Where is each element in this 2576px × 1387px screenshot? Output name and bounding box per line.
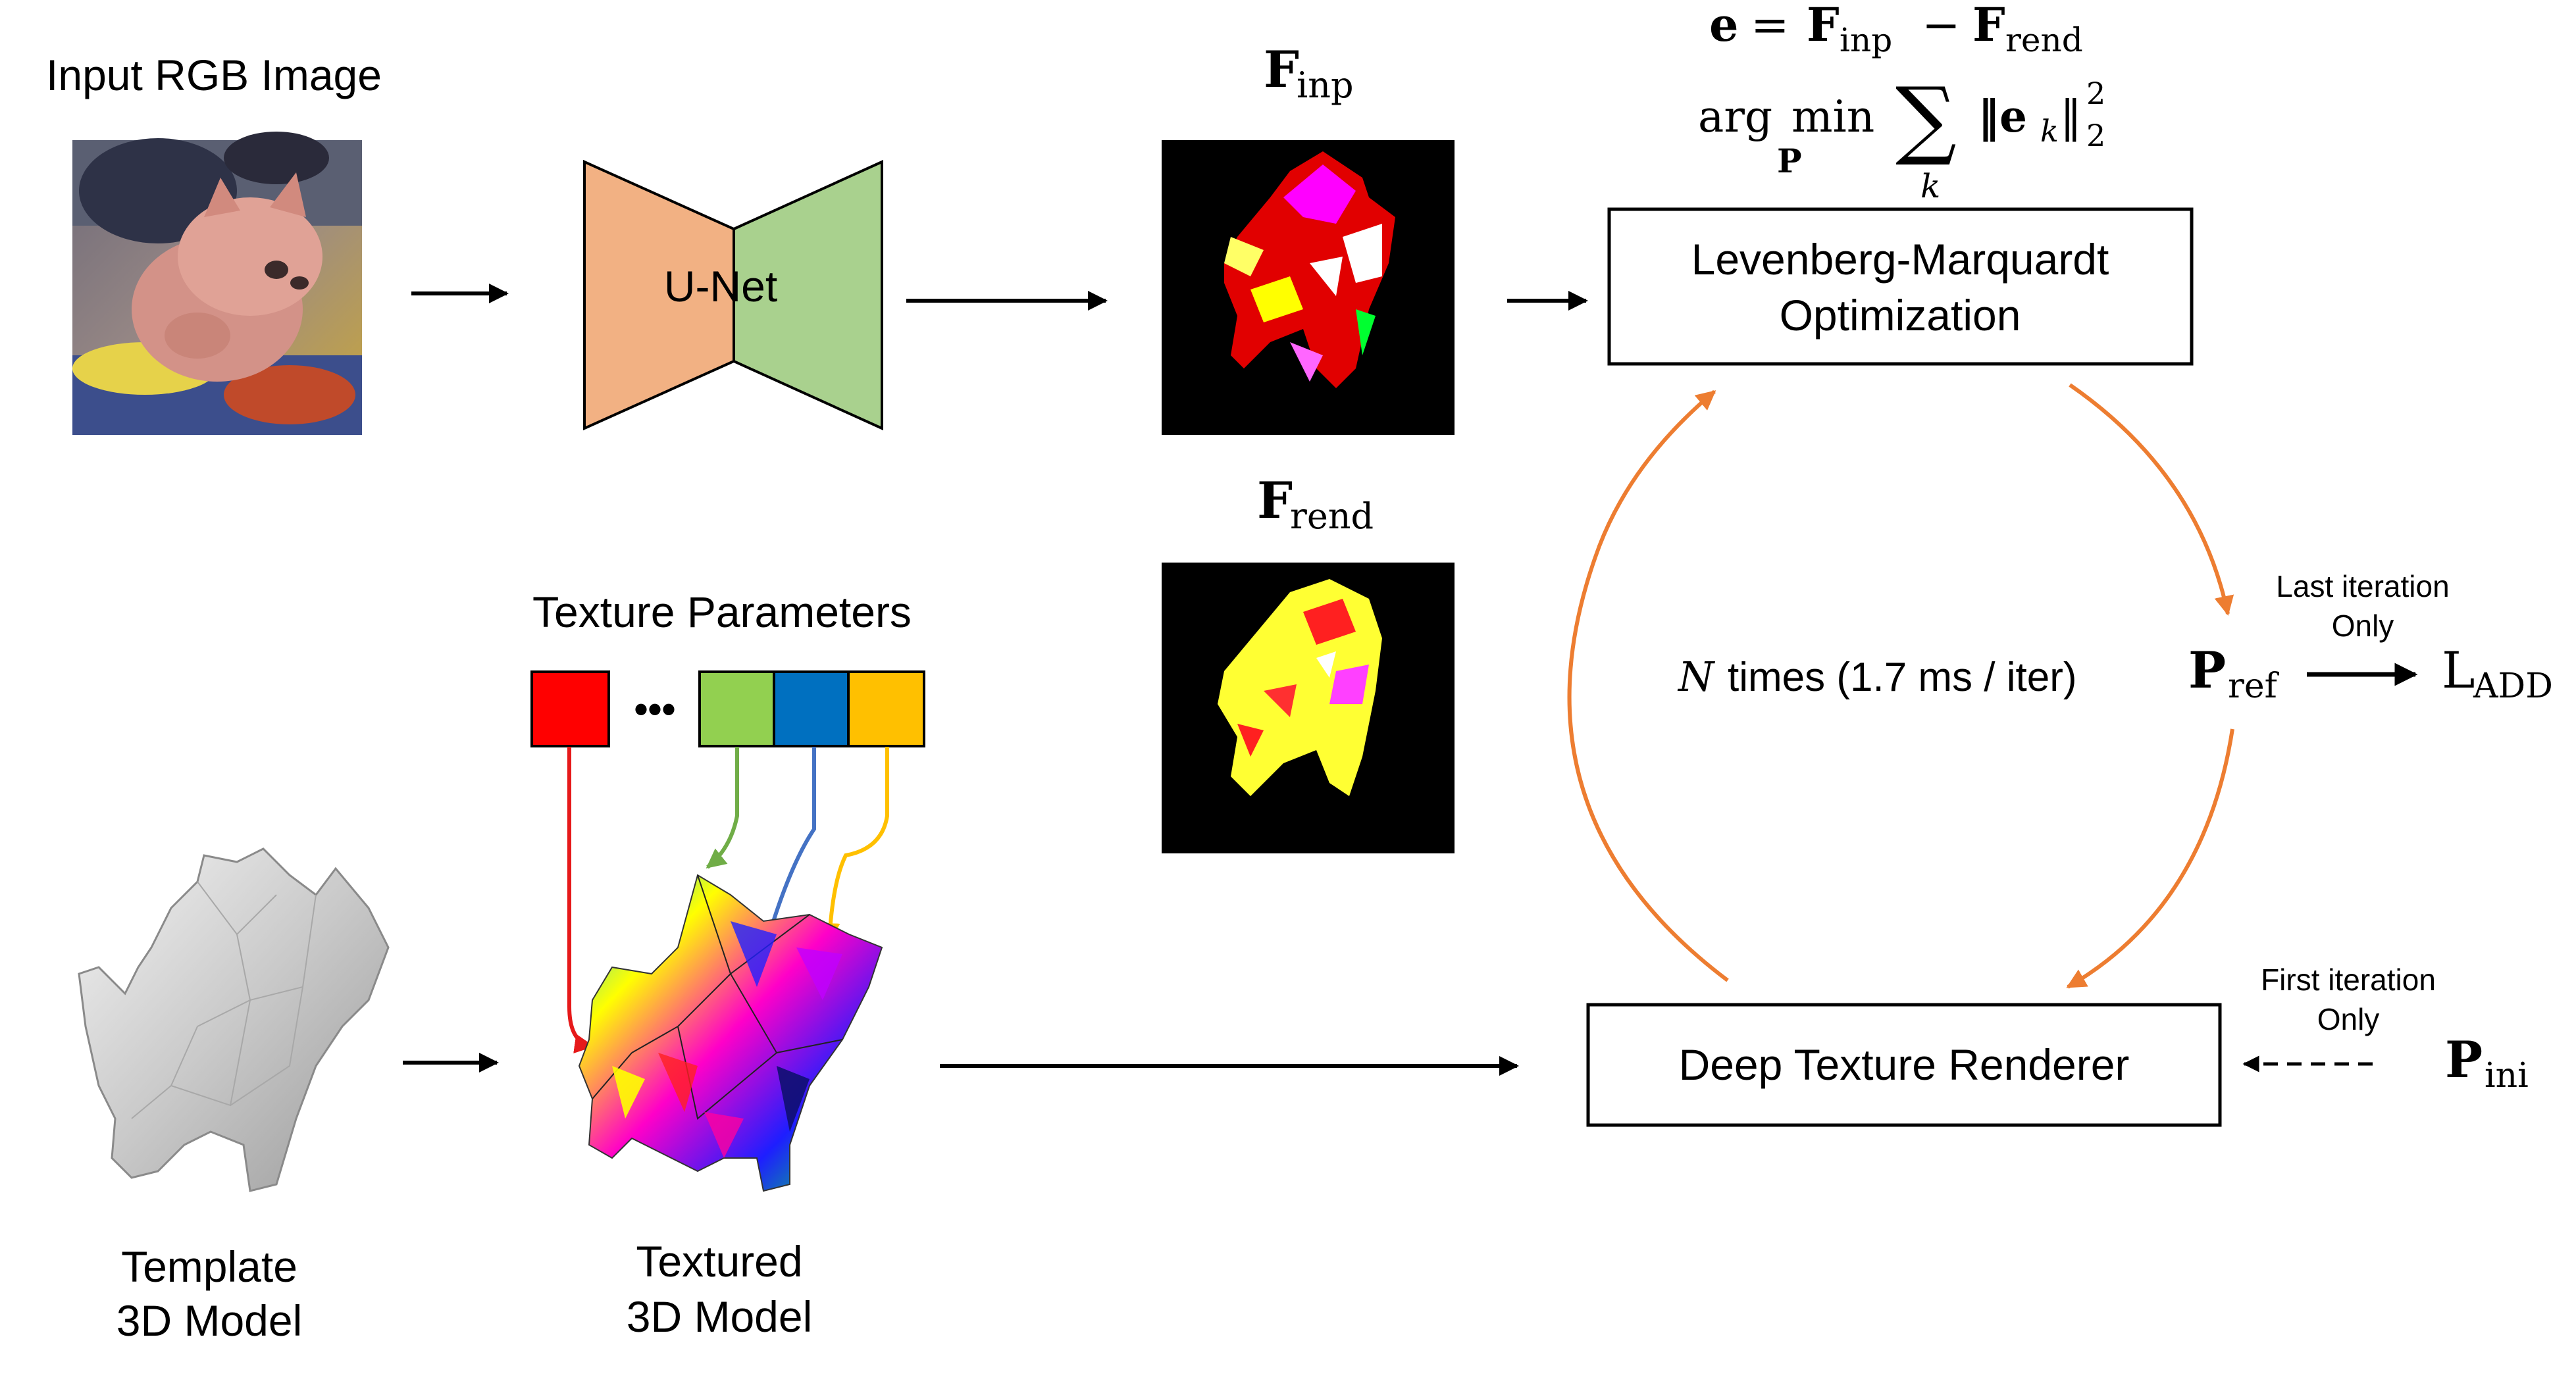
p-ref-subscript: ref — [2228, 667, 2280, 706]
p-ref-label: P ref — [2188, 641, 2280, 706]
unet-decoder — [733, 159, 883, 431]
p-ref-symbol: P — [2188, 641, 2226, 699]
eq-rend-sub: rend — [2005, 21, 2083, 59]
last-iteration-line1: Last iteration — [2276, 569, 2449, 603]
texture-params-bar: ••• — [530, 670, 925, 747]
input-image-label: Input RGB Image — [46, 51, 382, 99]
argmin-under-p: P — [1777, 141, 1802, 180]
texture-param-yellow — [847, 670, 925, 747]
texture-param-blue — [773, 670, 850, 747]
last-iteration-line2: Only — [2332, 609, 2394, 643]
unet-block: U-Net — [583, 159, 883, 431]
texture-param-red — [530, 670, 610, 747]
p-ini-label: P ini — [2445, 1030, 2529, 1096]
f-rend-subscript: rend — [1290, 495, 1374, 537]
eq-equals: = — [1751, 0, 1790, 52]
f-rend-symbol: F — [1257, 471, 1293, 530]
first-iteration-line2: Only — [2317, 1002, 2380, 1036]
arrow-red-param — [567, 747, 594, 1054]
argmin-arg: arg — [1698, 91, 1772, 142]
eq-f-inp: F — [1807, 0, 1840, 52]
argmin-min: min — [1791, 91, 1874, 142]
eq-f-rend: F — [1972, 0, 2005, 52]
loop-n: N — [1677, 653, 1716, 701]
textured-cat-mesh-image — [578, 874, 883, 1192]
unet-label: U-Net — [664, 262, 777, 311]
argmin-sum-k: k — [1920, 167, 1940, 205]
argmin-norm-close: ‖ — [2060, 91, 2082, 142]
textured-label-line2: 3D Model — [627, 1292, 812, 1341]
first-iteration-line1: First iteration — [2261, 963, 2436, 997]
texture-param-green — [698, 670, 775, 747]
p-ini-symbol: P — [2445, 1030, 2483, 1089]
texture-params-label: Texture Parameters — [532, 588, 912, 636]
argmin-sum: ∑ — [1895, 68, 1957, 168]
renderer-label: Deep Texture Renderer — [1679, 1040, 2130, 1089]
p-ini-subscript: ini — [2485, 1056, 2529, 1096]
argmin-norm-k: k — [2040, 113, 2059, 149]
arrow-yellow-param — [820, 747, 889, 943]
f-inp-subscript: inp — [1297, 64, 1354, 106]
template-label-line2: 3D Model — [116, 1296, 302, 1345]
argmin-sup-2: 2 — [2086, 76, 2105, 111]
gray-cat-mesh-image — [78, 847, 390, 1192]
loop-arrow-pref-to-renderer — [2066, 728, 2234, 989]
lm-label-line2: Optimization — [1780, 291, 2021, 340]
l-add-label: L ADD — [2442, 641, 2553, 706]
eq-minus: − — [1922, 0, 1961, 52]
cat-photo-image — [72, 132, 362, 435]
loop-arrow-renderer-to-lm — [1567, 390, 1729, 982]
feature-map-inp-image — [1162, 140, 1455, 435]
feature-map-rend-image — [1162, 563, 1455, 853]
eq-inp-sub: inp — [1840, 21, 1892, 59]
template-label-line1: Template — [121, 1242, 297, 1291]
argmin-sub-2: 2 — [2086, 118, 2105, 153]
loop-times-label: times (1.7 ms / iter) — [1728, 655, 2077, 700]
l-add-symbol: L — [2442, 641, 2475, 699]
eq-e: e — [1709, 0, 1739, 52]
arrow-green-param — [706, 747, 739, 869]
f-inp-symbol: F — [1264, 40, 1299, 99]
texture-ellipsis: ••• — [634, 687, 675, 731]
lm-optimization-box — [1607, 207, 2194, 366]
argmin-norm: ‖e — [1978, 91, 2027, 142]
l-add-subscript: ADD — [2473, 667, 2553, 706]
f-inp-label: F inp — [1264, 40, 1354, 106]
error-equation: e = F inp − F rend — [1709, 0, 2083, 59]
f-rend-label: F rend — [1257, 471, 1374, 537]
renderer-box — [1586, 1003, 2222, 1127]
lm-label-line1: Levenberg-Marquardt — [1691, 235, 2109, 284]
loop-arrow-lm-to-pref — [2069, 383, 2234, 616]
textured-label-line1: Textured — [636, 1237, 802, 1286]
argmin-equation: arg min P ∑ k ‖e k ‖ 2 2 — [1698, 68, 2105, 205]
